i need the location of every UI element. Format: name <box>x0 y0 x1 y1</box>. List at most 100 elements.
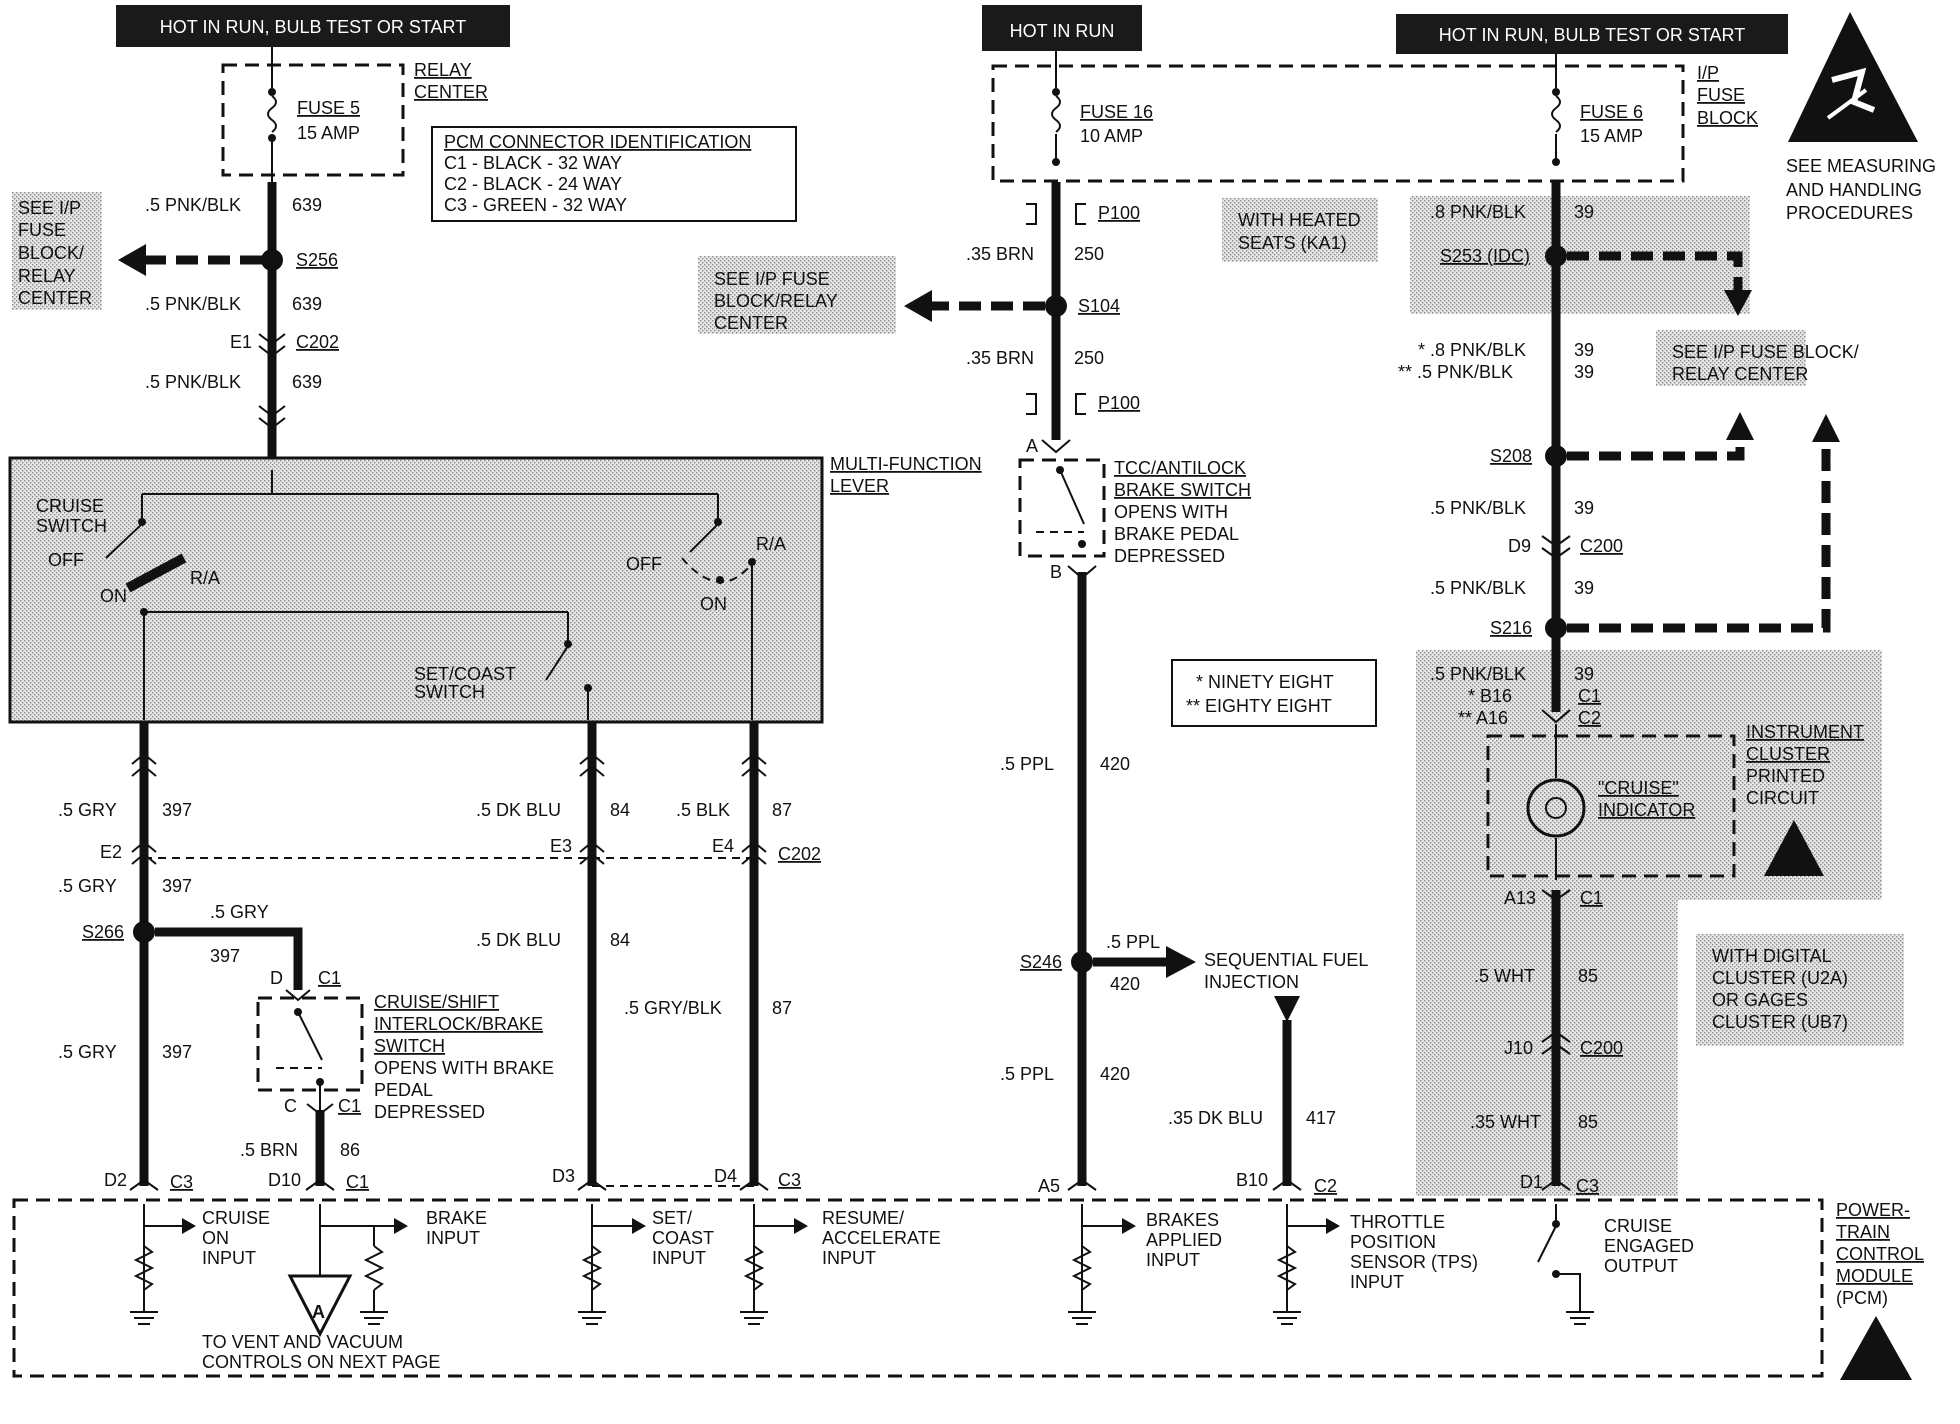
esd-note-line2: AND HANDLING <box>1786 180 1922 200</box>
wire-397-size-2: .5 GRY <box>58 876 117 896</box>
pcm-pin-d4-conn: C3 <box>778 1170 801 1190</box>
tcc-label-2: BRAKE SWITCH <box>1114 480 1251 500</box>
wire-39-size-5: .5 PNK/BLK <box>1430 578 1526 598</box>
relay-center-fuse-box: FUSE 5 15 AMP <box>221 47 405 182</box>
pcm-pin-d10-conn: C1 <box>346 1172 369 1192</box>
see-ref-right: SEE I/P FUSE BLOCK/ RELAY CENTER <box>1672 342 1859 384</box>
svg-text:HOT IN RUN, BULB TEST OR START: HOT IN RUN, BULB TEST OR START <box>1439 25 1745 45</box>
wire-87-num-2: 87 <box>772 998 792 1018</box>
fuse6-name: FUSE 6 <box>1580 102 1643 122</box>
wire-420-branch-num: 420 <box>1110 974 1140 994</box>
svg-text:WITH HEATED: WITH HEATED <box>1238 210 1361 230</box>
pin-e2: E2 <box>100 842 122 862</box>
esd-note-line3: PROCEDURES <box>1786 203 1913 223</box>
esd-small-icon <box>1840 1316 1912 1380</box>
fuse5-name: FUSE 5 <box>297 98 360 118</box>
arrow-left-icon <box>118 244 146 276</box>
cruise-on-label-2: ON <box>700 594 727 614</box>
set-coast-switch-label-2: SWITCH <box>414 682 485 702</box>
wire-87-num-1: 87 <box>772 800 792 820</box>
pcm-inputs <box>130 1204 1594 1338</box>
connector-c200-label: C200 <box>1580 536 1623 556</box>
connector-c1-label: C1 <box>1578 686 1601 706</box>
wire-87-size-1: .5 BLK <box>676 800 730 820</box>
pcm-pin-d3: D3 <box>552 1166 575 1186</box>
wire-397-size-1: .5 GRY <box>58 800 117 820</box>
wire-84-num-1: 84 <box>610 800 630 820</box>
tcc-pin-a: A <box>1026 436 1038 456</box>
wire-397-branch-size: .5 GRY <box>210 902 269 922</box>
ip-fuse-block-label-3: BLOCK <box>1697 108 1758 128</box>
cruise-ra-label: R/A <box>190 568 220 588</box>
wire-39-size-3: ** .5 PNK/BLK <box>1398 362 1513 382</box>
sfi-label-2: INJECTION <box>1204 972 1299 992</box>
pcm-pin-a5: A5 <box>1038 1176 1060 1196</box>
fuse5-rating: 15 AMP <box>297 123 360 143</box>
wire-39-size-1: .8 PNK/BLK <box>1430 202 1526 222</box>
splice-s208-label: S208 <box>1490 446 1532 466</box>
svg-text:BLOCK/RELAY: BLOCK/RELAY <box>714 291 838 311</box>
wire-397-num-1: 397 <box>162 800 192 820</box>
pcm-connector-id-c1: C1 - BLACK - 32 WAY <box>444 153 622 173</box>
ip-fuse-block-label-2: FUSE <box>1697 85 1745 105</box>
esd-note-line1: SEE MEASURING <box>1786 156 1936 176</box>
wire-39-num-3: 39 <box>1574 362 1594 382</box>
vent-ref-a: A <box>312 1302 325 1322</box>
splice-s246 <box>1071 951 1093 973</box>
wire-250-size-2: .35 BRN <box>966 348 1034 368</box>
pcm-cruise-on-2: ON <box>202 1228 229 1248</box>
tcc-pin-b: B <box>1050 562 1062 582</box>
splice-s216-label: S216 <box>1490 618 1532 638</box>
wire-420-num-1: 420 <box>1100 754 1130 774</box>
relay-center-label-2: CENTER <box>414 82 488 102</box>
svg-text:FUSE: FUSE <box>18 220 66 240</box>
cluster-label-1: INSTRUMENT <box>1746 722 1864 742</box>
wire-397-size-3: .5 GRY <box>58 1042 117 1062</box>
interlock-label-1: CRUISE/SHIFT <box>374 992 499 1012</box>
cruise-indicator-lamp-icon <box>1526 778 1586 838</box>
header-right: HOT IN RUN, BULB TEST OR START <box>1396 14 1788 54</box>
wire-39-num-6: 39 <box>1574 664 1594 684</box>
interlock-label-2: INTERLOCK/BRAKE <box>374 1014 543 1034</box>
pcm-set-coast-3: INPUT <box>652 1248 706 1268</box>
cruise-switch-label-2: SWITCH <box>36 516 107 536</box>
wire-84-num-2: 84 <box>610 930 630 950</box>
pcm-tps-4: INPUT <box>1350 1272 1404 1292</box>
set-coast-switch-label-1: SET/COAST <box>414 664 516 684</box>
wire-85-size-1: .5 WHT <box>1474 966 1535 986</box>
wire-397-branch <box>155 927 303 990</box>
connector-p100-bottom: P100 <box>1098 393 1140 413</box>
cruise-on-label: ON <box>100 586 127 606</box>
connector-c1-lower: C1 <box>1580 888 1603 908</box>
tcc-desc-3: DEPRESSED <box>1114 546 1225 566</box>
wire-39-num-5: 39 <box>1574 578 1594 598</box>
wire-85-num-2: 85 <box>1578 1112 1598 1132</box>
svg-text:CLUSTER (UB7): CLUSTER (UB7) <box>1712 1012 1848 1032</box>
wire-84-size-1: .5 DK BLU <box>476 800 561 820</box>
svg-text:SEE I/P FUSE: SEE I/P FUSE <box>714 269 830 289</box>
interlock-label-3: SWITCH <box>374 1036 445 1056</box>
wire-86-size: .5 BRN <box>240 1140 298 1160</box>
fuse16-rating: 10 AMP <box>1080 126 1143 146</box>
wire-39-num-4: 39 <box>1574 498 1594 518</box>
wire-397-num-3: 397 <box>162 1042 192 1062</box>
arrow-left-icon <box>904 290 932 322</box>
connector-c2-label: C2 <box>1578 708 1601 728</box>
splice-s208 <box>1545 445 1567 467</box>
cluster-label-2: CLUSTER <box>1746 744 1830 764</box>
header-left: HOT IN RUN, BULB TEST OR START <box>116 5 510 47</box>
splice-s216 <box>1545 617 1567 639</box>
multi-function-lever-label-2: LEVER <box>830 476 889 496</box>
sfi-label-1: SEQUENTIAL FUEL <box>1204 950 1368 970</box>
wire-250-size-1: .35 BRN <box>966 244 1034 264</box>
tcc-antilock-brake-switch <box>1018 458 1106 558</box>
see-ref-middle: SEE I/P FUSE BLOCK/RELAY CENTER <box>698 256 896 334</box>
splice-s266 <box>133 921 155 943</box>
wire-639-size-1: .5 PNK/BLK <box>145 195 241 215</box>
svg-text:BLOCK/: BLOCK/ <box>18 243 84 263</box>
wire-39-size-4: .5 PNK/BLK <box>1430 498 1526 518</box>
legend-box: * NINETY EIGHT ** EIGHTY EIGHT <box>1171 659 1377 727</box>
pcm-brake-input-2: INPUT <box>426 1228 480 1248</box>
cluster-label-3: PRINTED <box>1746 766 1825 786</box>
wire-250-num-1: 250 <box>1074 244 1104 264</box>
